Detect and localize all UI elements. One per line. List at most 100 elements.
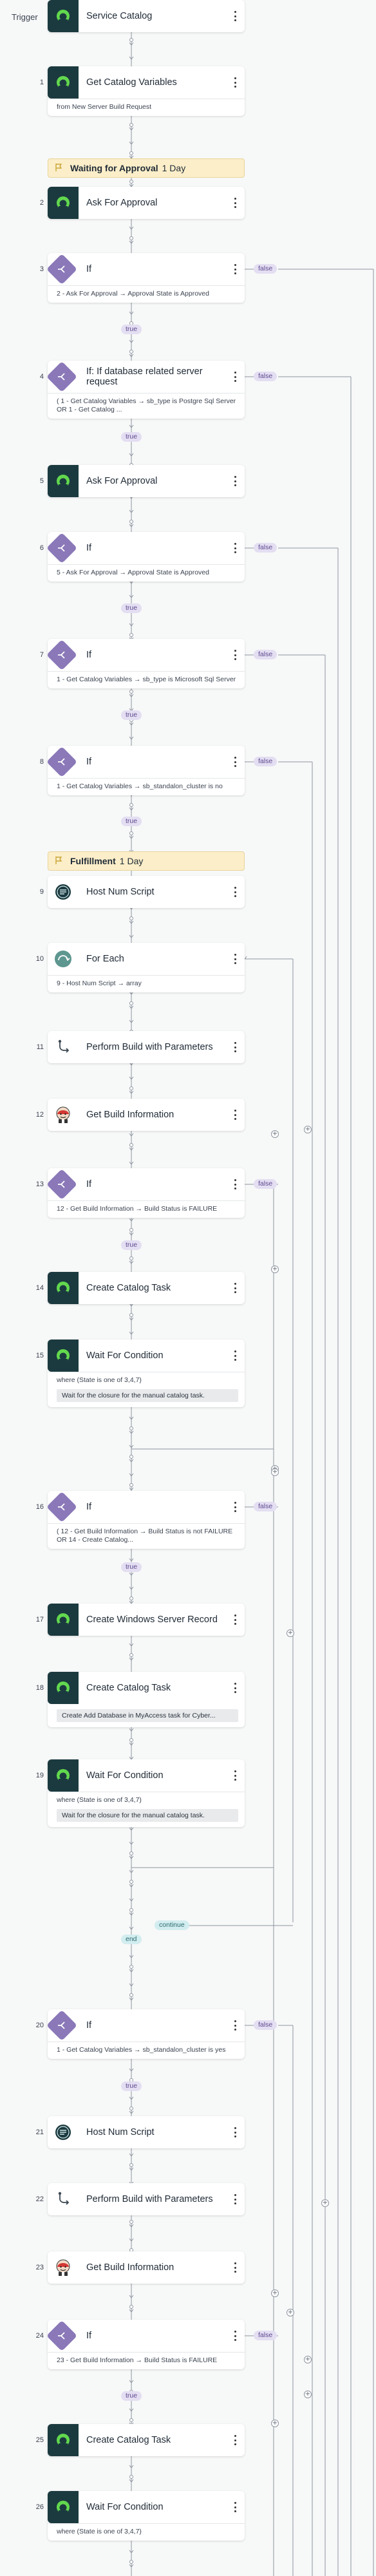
more-options-icon[interactable] [230, 77, 240, 88]
more-options-icon[interactable] [230, 11, 240, 21]
step-annotation: Wait for the closure for the manual cata… [57, 1809, 238, 1822]
add-step-icon[interactable]: + [271, 1130, 279, 1138]
add-step-icon[interactable]: + [304, 2356, 312, 2363]
more-options-icon[interactable] [230, 2020, 240, 2031]
step-title: Perform Build with Parameters [86, 2194, 213, 2204]
more-options-icon[interactable] [230, 2262, 240, 2273]
more-options-icon[interactable] [230, 1502, 240, 1512]
branch-icon [45, 2009, 79, 2042]
step-number: 12 [35, 1111, 44, 1119]
true-branch-label: true [121, 2081, 142, 2091]
servicenow-icon [48, 1672, 79, 1704]
jenkins-icon [48, 1099, 79, 1131]
flow-step-card[interactable]: Perform Build with Parameters [48, 2183, 245, 2215]
servicenow-icon [48, 1340, 79, 1372]
flow-step-card[interactable]: Service Catalog [48, 0, 245, 32]
more-options-icon[interactable] [230, 372, 240, 382]
flow-step-card[interactable]: Create Catalog Task [48, 1272, 245, 1304]
add-step-icon[interactable]: + [287, 1629, 294, 1637]
more-options-icon[interactable] [230, 1283, 240, 1293]
false-branch-label: false [254, 543, 277, 553]
servicenow-icon [48, 2424, 79, 2456]
more-options-icon[interactable] [230, 887, 240, 897]
add-step-icon[interactable]: + [321, 2199, 329, 2207]
step-title: Create Catalog Task [86, 2435, 171, 2445]
add-step-icon[interactable]: + [271, 1468, 279, 1476]
step-number: 22 [35, 2195, 44, 2203]
add-step-icon[interactable]: + [271, 2420, 279, 2427]
add-step-icon[interactable]: + [304, 2391, 312, 2398]
stage-banner-fulfillment[interactable]: Fulfillment 1 Day [48, 851, 245, 871]
if-condition-card[interactable]: If: If database related server request( … [48, 361, 245, 419]
stage-banner-waiting-approval[interactable]: Waiting for Approval 1 Day [48, 158, 245, 178]
servicenow-icon [48, 66, 79, 99]
flow-step-card[interactable]: Host Num Script [48, 2116, 245, 2148]
more-options-icon[interactable] [230, 1179, 240, 1189]
more-options-icon[interactable] [230, 264, 240, 274]
step-number: 24 [35, 2332, 44, 2340]
script-icon [48, 876, 79, 908]
more-options-icon[interactable] [230, 476, 240, 486]
step-number: 11 [36, 1043, 44, 1051]
step-title: Get Catalog Variables [86, 77, 177, 88]
more-options-icon[interactable] [230, 1110, 240, 1120]
more-options-icon[interactable] [230, 2331, 240, 2341]
step-title: For Each [86, 954, 124, 964]
flow-step-card[interactable]: Get Build Information [48, 1099, 245, 1131]
step-number: 23 [35, 2264, 44, 2271]
add-step-icon[interactable]: + [287, 2309, 294, 2316]
step-description: 9 - Host Num Script → array [48, 975, 245, 992]
more-options-icon[interactable] [230, 650, 240, 660]
more-options-icon[interactable] [230, 757, 240, 767]
step-title: Service Catalog [86, 11, 153, 21]
flow-step-card[interactable]: Ask For Approval [48, 187, 245, 219]
more-options-icon[interactable] [230, 1350, 240, 1361]
step-annotation: Wait for the closure for the manual cata… [57, 1389, 238, 1402]
more-options-icon[interactable] [230, 1615, 240, 1625]
more-options-icon[interactable] [230, 2127, 240, 2137]
if-condition-card[interactable]: If( 12 - Get Build Information → Build S… [48, 1491, 245, 1549]
step-title: Get Build Information [86, 2262, 174, 2273]
more-options-icon[interactable] [230, 1042, 240, 1052]
flow-step-card[interactable]: Perform Build with Parameters [48, 1031, 245, 1063]
more-options-icon[interactable] [230, 2194, 240, 2204]
flow-step-card[interactable]: Ask For Approval [48, 465, 245, 497]
more-options-icon[interactable] [230, 198, 240, 208]
more-options-icon[interactable] [230, 2502, 240, 2512]
flow-step-card[interactable]: Get Build Information [48, 2251, 245, 2284]
true-branch-label: true [121, 1240, 142, 1250]
flow-step-card[interactable]: Create Windows Server Record [48, 1604, 245, 1636]
script-icon [48, 2116, 79, 2148]
step-title: Create Windows Server Record [86, 1615, 218, 1625]
more-options-icon[interactable] [230, 1683, 240, 1693]
more-options-icon[interactable] [230, 1770, 240, 1781]
more-options-icon[interactable] [230, 954, 240, 964]
more-options-icon[interactable] [230, 2435, 240, 2445]
flow-step-card[interactable]: For Each 9 - Host Num Script → array [48, 943, 245, 992]
step-number: 9 [39, 888, 44, 896]
add-step-icon[interactable]: + [271, 1265, 279, 1273]
flow-step-card[interactable]: Create Catalog Task [48, 2424, 245, 2456]
flow-step-card[interactable]: Host Num Script [48, 876, 245, 908]
add-step-icon[interactable]: + [304, 1126, 312, 1133]
step-number: 8 [39, 758, 44, 766]
branch-icon [45, 638, 79, 672]
false-branch-label: false [254, 650, 277, 659]
add-step-icon[interactable]: + [271, 2289, 279, 2297]
stage-duration: 1 Day [162, 163, 186, 173]
stage-duration: 1 Day [119, 856, 144, 866]
more-options-icon[interactable] [230, 543, 240, 553]
branch-icon [45, 252, 79, 286]
